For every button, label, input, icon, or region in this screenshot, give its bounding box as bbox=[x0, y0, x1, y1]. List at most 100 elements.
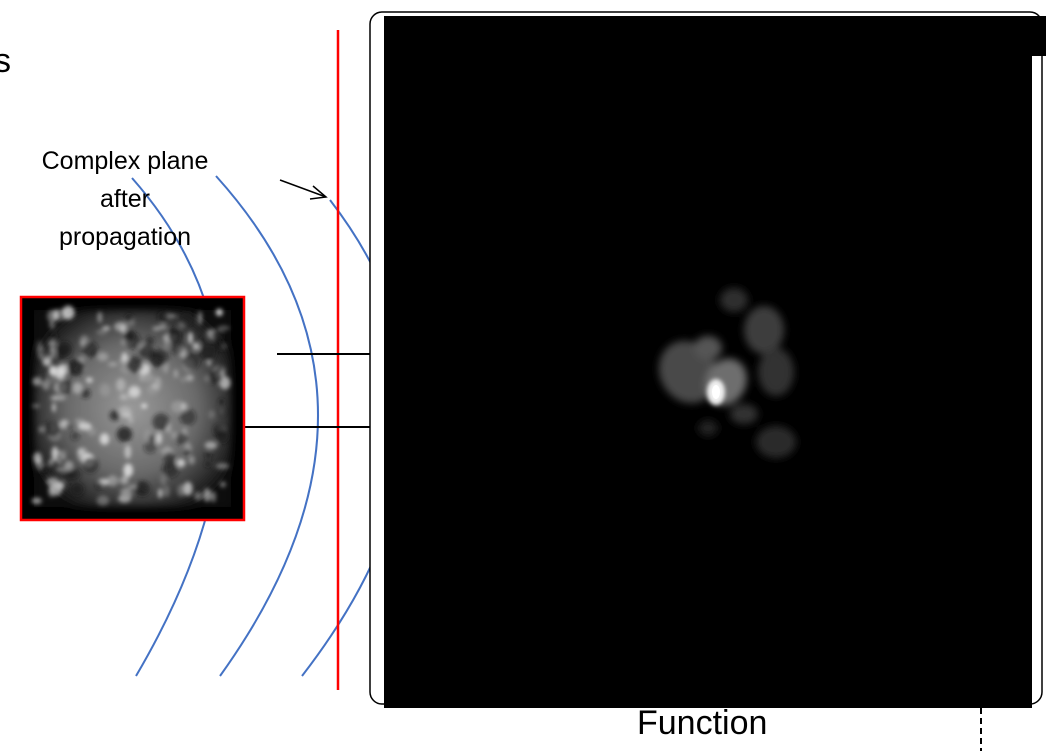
speckle-grain bbox=[106, 475, 119, 487]
speckle-grain bbox=[51, 446, 59, 460]
caption-line-3: propagation bbox=[58, 223, 192, 251]
speckle-grain bbox=[215, 308, 223, 316]
speckle-dark-spot bbox=[183, 352, 201, 370]
speckle-dark-spot bbox=[116, 426, 133, 442]
speckle-dark-spot bbox=[157, 310, 170, 323]
speckle-dark-spot bbox=[57, 379, 73, 395]
speckle-dark-spot bbox=[208, 369, 223, 385]
speckle-grain bbox=[122, 474, 128, 484]
speckle-dark-spot bbox=[38, 348, 45, 356]
speckle-dark-spot bbox=[62, 470, 74, 482]
speckle-grain bbox=[72, 382, 83, 394]
speckle-grain bbox=[38, 426, 45, 433]
speckle-grain bbox=[163, 485, 170, 498]
speckle-dark-spot bbox=[50, 459, 61, 470]
speckle-grain bbox=[49, 321, 55, 329]
speckle-grain bbox=[51, 402, 57, 413]
speckle-grain bbox=[123, 463, 134, 477]
speckle-grain bbox=[49, 395, 58, 401]
speckle-grain bbox=[56, 308, 68, 321]
speckle-grain bbox=[99, 433, 110, 445]
speckle-dark-spot bbox=[126, 356, 144, 373]
speckle-grain bbox=[204, 441, 218, 450]
speckle-grain bbox=[176, 458, 186, 468]
speckle-dark-spot bbox=[216, 406, 227, 417]
speckle-grain bbox=[141, 403, 148, 409]
speckle-grain bbox=[188, 455, 195, 465]
speckle-dark-spot bbox=[163, 451, 176, 464]
speckle-grain bbox=[208, 410, 215, 419]
speckle-grain bbox=[57, 363, 69, 375]
speckle-dark-spot bbox=[125, 313, 134, 322]
speckle-grain bbox=[160, 473, 167, 486]
speckle-dark-spot bbox=[44, 420, 61, 437]
caption-line-2: after bbox=[99, 185, 151, 213]
speckle-grain bbox=[197, 311, 203, 325]
speckle-grain bbox=[194, 491, 203, 501]
speckle-grain bbox=[77, 422, 92, 431]
speckle-grain bbox=[211, 491, 216, 503]
speckle-grain bbox=[215, 463, 230, 470]
output-panel bbox=[384, 16, 1046, 708]
speckle-grain bbox=[128, 417, 134, 424]
speckle-grain bbox=[56, 467, 68, 472]
speckle-grain bbox=[52, 476, 59, 485]
speckle-dark-spot bbox=[179, 408, 197, 426]
complex-plane-caption: Complex plane after propagation bbox=[18, 142, 232, 256]
speckle-dark-spot bbox=[82, 457, 99, 473]
speckle-grain bbox=[152, 326, 161, 332]
speckle-dark-spot bbox=[199, 336, 207, 344]
speckle-dark-spot bbox=[39, 375, 48, 383]
speckle-grain bbox=[63, 460, 74, 471]
pointer-arrow-head bbox=[309, 185, 328, 200]
speckle-dark-spot bbox=[57, 353, 65, 361]
speckle-dark-spot bbox=[176, 432, 188, 445]
speckle-dark-spot bbox=[70, 482, 84, 496]
speckle-grain bbox=[187, 331, 193, 345]
speckle-dark-spot bbox=[139, 344, 154, 359]
speckle-grain bbox=[59, 455, 67, 460]
speckle-grain bbox=[157, 488, 163, 499]
speckle-dark-spot bbox=[70, 431, 80, 441]
output-spot-pattern bbox=[658, 288, 796, 458]
speckle-grain bbox=[53, 309, 60, 321]
speckle-grain bbox=[171, 400, 185, 414]
function-label: Function bbox=[637, 704, 768, 742]
speckle-dark-spot bbox=[151, 348, 170, 367]
partial-label: s bbox=[0, 42, 11, 80]
speckle-dark-spot bbox=[218, 398, 225, 405]
speckle-grain bbox=[155, 432, 162, 445]
speckle-grain bbox=[97, 311, 103, 323]
speckle-grain bbox=[114, 321, 128, 332]
speckle-dark-spot bbox=[212, 329, 225, 342]
caption-line-1: Complex plane bbox=[41, 147, 209, 175]
speckle-dark-spot bbox=[66, 358, 84, 376]
speckle-grain bbox=[217, 325, 230, 331]
speckle-dark-spot bbox=[170, 340, 185, 356]
pointer-arrow-shaft bbox=[279, 179, 327, 198]
speckle-grain bbox=[171, 431, 178, 440]
speckle-grain bbox=[128, 386, 141, 398]
speckle-grain bbox=[102, 326, 111, 331]
speckle-dark-spot bbox=[204, 451, 213, 460]
speckle-dark-spot bbox=[143, 440, 157, 454]
speckle-grain bbox=[192, 342, 200, 351]
wavefront-arc-2 bbox=[215, 175, 319, 677]
speckle-grain bbox=[141, 372, 155, 383]
speckle-dark-spot bbox=[184, 448, 191, 456]
speckle-grain bbox=[122, 394, 131, 400]
speckle-grain bbox=[121, 412, 133, 418]
speckle-grain bbox=[96, 352, 109, 362]
speckle-grain bbox=[50, 377, 56, 383]
speckle-grain bbox=[203, 488, 212, 502]
speckle-grain bbox=[31, 404, 41, 408]
speckle-grain bbox=[107, 362, 118, 367]
speckle-grain bbox=[87, 427, 97, 436]
speckle-dark-spot bbox=[165, 463, 173, 471]
speckle-grain bbox=[179, 377, 187, 383]
speckle-dark-spot bbox=[123, 329, 136, 342]
speckle-dark-spot bbox=[169, 328, 176, 335]
speckle-dark-spot bbox=[148, 434, 156, 442]
speckle-grain bbox=[116, 378, 126, 392]
